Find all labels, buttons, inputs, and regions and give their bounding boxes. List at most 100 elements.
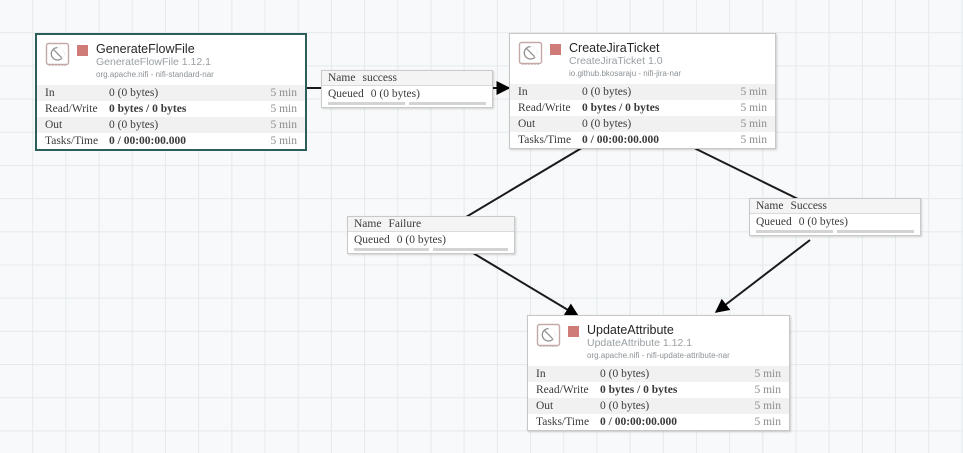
edge-createjiraticket-to-failure-label[interactable] [455, 142, 591, 224]
run-status-indicator[interactable] [550, 44, 561, 55]
edge-createjiraticket-to-success-label[interactable] [683, 142, 801, 201]
connection-name-key: Name [756, 200, 784, 212]
stat-row: Out 0 (0 bytes) 5 min [37, 117, 305, 133]
stat-time-tasks-time: 5 min [740, 134, 767, 146]
processor-bundle: org.apache.nifi - nifi-standard-nar [96, 70, 214, 79]
stat-label-in: In [45, 87, 55, 99]
connection-name-value: success [362, 72, 397, 84]
connection-queued-key: Queued [328, 87, 364, 100]
stat-row: Tasks/Time 0 / 00:00:00.000 5 min [37, 133, 305, 149]
run-status-indicator[interactable] [568, 326, 579, 337]
connection-queue-bar-size [433, 248, 508, 251]
processor-header: UpdateAttribute UpdateAttribute 1.12.1 o… [528, 316, 789, 366]
stat-label-out: Out [536, 400, 554, 412]
stat-time-read-write: 5 min [754, 384, 781, 396]
stat-label-read-write: Read/Write [536, 384, 589, 396]
connection-queued-value: 0 (0 bytes) [370, 87, 420, 100]
processor-bundle: io.github.bkosaraju - nifi-jira-nar [569, 69, 682, 78]
stat-row: Tasks/Time 0 / 00:00:00.000 5 min [510, 132, 775, 148]
processor-icon [536, 323, 561, 348]
stat-value-read-write: 0 bytes / 0 bytes [600, 384, 678, 396]
stat-label-tasks-time: Tasks/Time [518, 134, 572, 146]
processor-updateattribute[interactable]: UpdateAttribute UpdateAttribute 1.12.1 o… [527, 315, 790, 431]
connection-queue-bars [750, 229, 920, 235]
stat-value-in: 0 (0 bytes) [109, 87, 159, 99]
connection-label-success-1[interactable]: Name success Queued 0 (0 bytes) [321, 70, 493, 108]
connection-queued-row: Queued 0 (0 bytes) [348, 232, 514, 247]
stat-label-in: In [518, 86, 528, 98]
stat-value-read-write: 0 bytes / 0 bytes [582, 102, 660, 114]
connection-queue-bars [322, 101, 492, 107]
stat-label-in: In [536, 368, 546, 380]
stat-row: In 0 (0 bytes) 5 min [510, 84, 775, 100]
stat-row: Read/Write 0 bytes / 0 bytes 5 min [37, 101, 305, 117]
connection-queue-bar-count [354, 248, 429, 251]
processor-type: CreateJiraTicket 1.0 [569, 55, 663, 67]
connection-label-success-2[interactable]: Name Success Queued 0 (0 bytes) [749, 198, 921, 236]
connection-queue-bar-size [409, 102, 486, 105]
stat-row: In 0 (0 bytes) 5 min [528, 366, 789, 382]
processor-icon [45, 42, 70, 67]
stat-value-in: 0 (0 bytes) [582, 86, 632, 98]
stat-time-tasks-time: 5 min [270, 135, 297, 147]
connection-queue-bars [348, 247, 514, 253]
stat-label-read-write: Read/Write [45, 103, 98, 115]
stat-value-out: 0 (0 bytes) [109, 119, 159, 131]
stat-value-out: 0 (0 bytes) [582, 118, 632, 130]
processor-header: CreateJiraTicket CreateJiraTicket 1.0 io… [510, 34, 775, 84]
processor-stats: In 0 (0 bytes) 5 min Read/Write 0 bytes … [528, 366, 789, 430]
stat-label-out: Out [518, 118, 536, 130]
processor-stats: In 0 (0 bytes) 5 min Read/Write 0 bytes … [510, 84, 775, 148]
processor-type: UpdateAttribute 1.12.1 [587, 337, 693, 349]
connection-name-key: Name [354, 218, 382, 230]
edge-success-to-updateattribute[interactable] [714, 239, 811, 313]
stat-value-tasks-time: 0 / 00:00:00.000 [600, 416, 677, 428]
stat-row: Tasks/Time 0 / 00:00:00.000 5 min [528, 414, 789, 430]
processor-createjiraticket[interactable]: CreateJiraTicket CreateJiraTicket 1.0 io… [509, 33, 776, 149]
stat-time-in: 5 min [740, 86, 767, 98]
connection-queued-value: 0 (0 bytes) [798, 215, 848, 228]
connection-name-value: Failure [388, 218, 422, 230]
connection-name-row: Name Failure [348, 217, 514, 232]
connection-queued-row: Queued 0 (0 bytes) [750, 214, 920, 229]
processor-icon [518, 41, 543, 66]
connection-label-failure[interactable]: Name Failure Queued 0 (0 bytes) [347, 216, 515, 254]
stat-value-read-write: 0 bytes / 0 bytes [109, 103, 187, 115]
connection-name-row: Name success [322, 71, 492, 86]
stat-time-read-write: 5 min [270, 103, 297, 115]
processor-name: GenerateFlowFile [96, 42, 195, 56]
stat-label-read-write: Read/Write [518, 102, 571, 114]
processor-head-text: UpdateAttribute UpdateAttribute 1.12.1 o… [587, 323, 781, 361]
processor-name: UpdateAttribute [587, 323, 674, 337]
run-status-indicator[interactable] [77, 45, 88, 56]
stat-value-in: 0 (0 bytes) [600, 368, 650, 380]
processor-bundle: org.apache.nifi - nifi-update-attribute-… [587, 351, 730, 360]
stat-row: Out 0 (0 bytes) 5 min [528, 398, 789, 414]
connection-queued-value: 0 (0 bytes) [396, 233, 446, 246]
stat-time-in: 5 min [270, 87, 297, 99]
stat-label-tasks-time: Tasks/Time [45, 135, 99, 147]
processor-name: CreateJiraTicket [569, 41, 660, 55]
stat-time-read-write: 5 min [740, 102, 767, 114]
processor-head-text: CreateJiraTicket CreateJiraTicket 1.0 io… [569, 41, 767, 79]
stat-label-out: Out [45, 119, 63, 131]
processor-generateflowfile[interactable]: GenerateFlowFile GenerateFlowFile 1.12.1… [35, 33, 307, 151]
connection-queue-bar-size [837, 230, 914, 233]
connection-queue-bar-count [328, 102, 405, 105]
stat-time-out: 5 min [740, 118, 767, 130]
stat-time-in: 5 min [754, 368, 781, 380]
stat-label-tasks-time: Tasks/Time [536, 416, 590, 428]
stat-value-tasks-time: 0 / 00:00:00.000 [582, 134, 659, 146]
connection-queue-bar-count [756, 230, 833, 233]
connection-name-row: Name Success [750, 199, 920, 214]
stat-row: Read/Write 0 bytes / 0 bytes 5 min [528, 382, 789, 398]
connection-queued-key: Queued [756, 215, 792, 228]
connection-queued-row: Queued 0 (0 bytes) [322, 86, 492, 101]
edge-failure-to-updateattribute[interactable] [462, 246, 580, 317]
stat-value-tasks-time: 0 / 00:00:00.000 [109, 135, 186, 147]
stat-time-out: 5 min [754, 400, 781, 412]
stat-row: Out 0 (0 bytes) 5 min [510, 116, 775, 132]
stat-row: Read/Write 0 bytes / 0 bytes 5 min [510, 100, 775, 116]
stat-row: In 0 (0 bytes) 5 min [37, 85, 305, 101]
